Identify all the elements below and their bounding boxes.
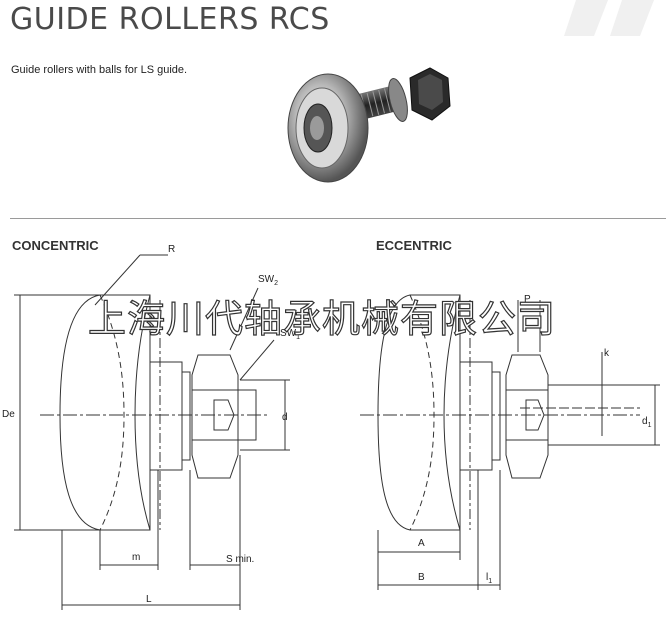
page-subtitle: Guide rollers with balls for LS guide. [11, 64, 188, 76]
label-k: k [604, 348, 610, 359]
label-m: m [132, 552, 140, 563]
label-l1: l1 [486, 572, 492, 585]
concentric-drawing: R SW2 SW1 De d m S min. L [2, 244, 300, 610]
page-title: GUIDE ROLLERS RCS [10, 2, 330, 37]
decorative-quote-mark [564, 0, 654, 36]
label-P: P [524, 294, 531, 305]
concentric-heading: CONCENTRIC [12, 238, 99, 253]
label-A: A [418, 538, 425, 549]
label-Smin: S min. [226, 554, 254, 565]
eccentric-drawing: P k d1 A B l1 [360, 294, 660, 590]
label-SW1: SW1 [280, 328, 300, 341]
label-d1: d1 [642, 416, 652, 429]
label-L: L [146, 594, 152, 605]
label-De: De [2, 409, 15, 420]
product-photo [287, 67, 451, 183]
label-SW2: SW2 [258, 274, 278, 287]
label-R: R [168, 244, 175, 255]
section-divider [10, 218, 666, 219]
watermark-text: 上海川代轴承机械有限公司 [87, 296, 557, 341]
eccentric-heading: ECCENTRIC [376, 238, 452, 253]
label-d: d [282, 412, 288, 423]
label-B: B [418, 572, 425, 583]
